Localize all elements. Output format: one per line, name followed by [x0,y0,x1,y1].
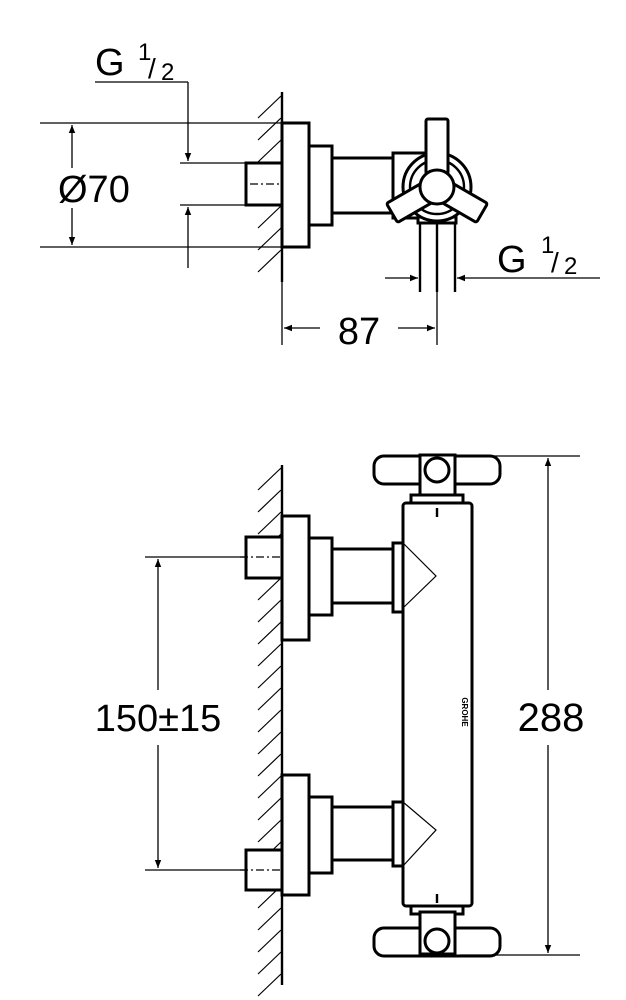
hatch-line [257,687,282,711]
spacing-label: 150±15 [95,698,222,740]
hatch-line [257,139,282,163]
bottom-handle-icon [372,904,502,958]
hatch-line [257,797,282,821]
hatch-line [257,929,282,953]
svg-text:2: 2 [564,253,577,280]
connecting-pipe [330,156,395,215]
wall-flange [280,121,311,249]
hatch-line [257,643,282,667]
diameter-dimension: Ø70 [40,122,282,248]
hatch-line [257,973,282,997]
front-view: GROHE 150±15 288 [85,453,592,997]
projection-label: 87 [338,311,380,353]
outlet-thread-dimension: G 1 / 2 [385,232,600,282]
thermostat-body [401,501,474,908]
top-handle-icon [372,453,502,505]
hatch-line [257,951,282,975]
diameter-label: Ø70 [58,169,130,211]
hatch-line [257,205,282,229]
wall-flange-lower [280,773,311,897]
hatch-line [257,665,282,689]
hatch-line [257,227,282,251]
height-dimension: 288 [460,455,592,956]
svg-text:2: 2 [161,59,174,86]
svg-text:/: / [148,53,156,84]
svg-text:1: 1 [138,39,151,66]
top-view: Ø70 G 1 / 2 G 1 / 2 8 [40,39,600,353]
hatch-line [257,249,282,273]
wall-flange-upper [280,514,311,642]
svg-text:G: G [497,239,527,281]
hatch-line [257,95,282,119]
hatch-line [257,819,282,843]
hatch-line [257,731,282,755]
hatch-line [257,907,282,931]
pipe-lower [330,805,395,862]
hatch-line [257,577,282,601]
cross-handle-icon [385,117,489,224]
hatch-line [257,621,282,645]
flange-step [307,144,334,227]
svg-text:/: / [551,247,559,278]
svg-text:G: G [95,42,125,84]
hatch-line [257,753,282,777]
projection-dimension: 87 [281,282,438,353]
svg-text:1: 1 [541,232,554,259]
hatch-line [257,489,282,513]
hatch-line [257,467,282,491]
inlet-thread-dimension: G 1 / 2 [95,39,246,268]
spacing-dimension: 150±15 [85,556,246,871]
hatch-line [257,117,282,141]
hatch-line [257,599,282,623]
pipe-upper [330,547,395,605]
grohe-logo: GROHE [460,697,469,727]
height-label: 288 [518,696,585,740]
hatch-line [257,511,282,535]
hatch-line [257,709,282,733]
hatch-line [257,775,282,799]
